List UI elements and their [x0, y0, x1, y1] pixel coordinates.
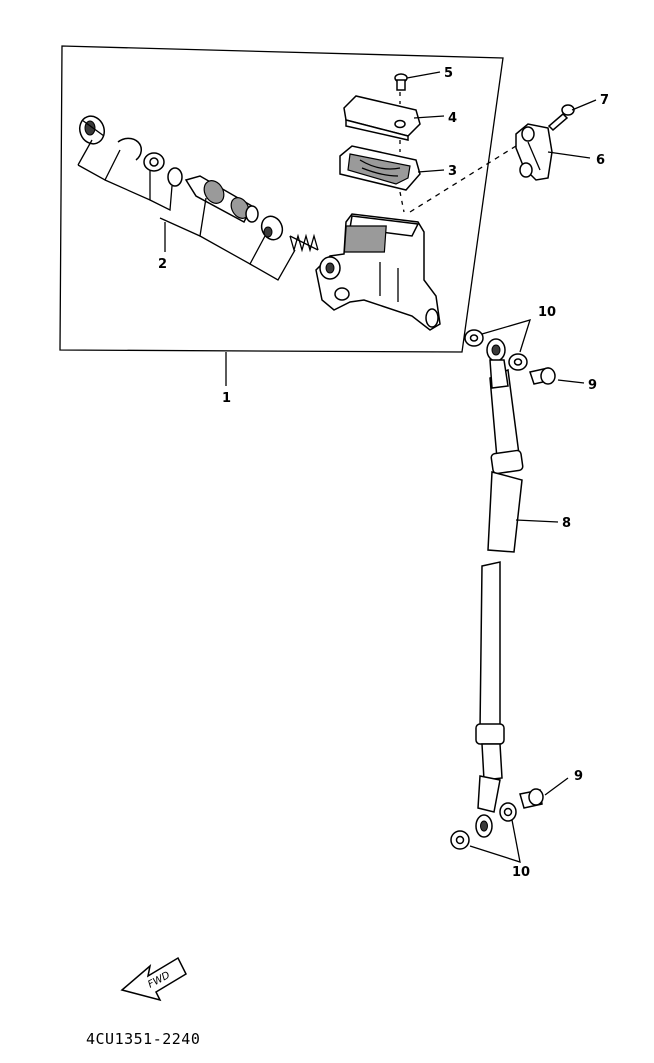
callout-5: 5: [444, 66, 453, 81]
diaphragm-part: [339, 145, 421, 191]
circlip-part: [117, 137, 142, 161]
part-code: 4CU1351-2240: [86, 1030, 201, 1048]
lower-union-bolt-part: [519, 788, 544, 809]
callout-7: 7: [600, 93, 609, 108]
brake-hose-upper: [486, 338, 524, 553]
lower-washer-right: [499, 802, 517, 822]
master-cylinder-assembly-box: [59, 45, 504, 353]
callout-leaders: [225, 71, 597, 863]
callout-1: 1: [222, 391, 231, 406]
o-ring-part: [167, 167, 183, 187]
lower-washer-left: [450, 830, 470, 850]
dust-boot-part: [78, 115, 106, 145]
callout-4: 4: [448, 111, 457, 126]
holder-part: [515, 123, 553, 181]
reservoir-cap-part: [343, 95, 421, 141]
holder-centerline: [409, 145, 517, 213]
piston-part: [184, 175, 259, 224]
upper-washer-left: [464, 329, 484, 347]
spring-part: [289, 233, 319, 253]
callout-10-upper: 10: [538, 305, 556, 320]
callout-3: 3: [448, 164, 457, 179]
cap-screw-part: [394, 73, 408, 91]
callout-9-upper: 9: [588, 378, 597, 393]
callout-9-lower: 9: [574, 769, 583, 784]
upper-union-bolt-part: [529, 367, 556, 385]
callout-10-lower: 10: [512, 865, 530, 880]
callout-8: 8: [562, 516, 571, 531]
holder-bolt-part: [547, 104, 575, 132]
upper-washer-right: [508, 353, 528, 371]
leader-lines-2: [77, 139, 296, 281]
callout-6: 6: [596, 153, 605, 168]
callout-2: 2: [158, 257, 167, 272]
primary-cup-part: [260, 215, 284, 241]
master-cylinder-body: [315, 213, 441, 331]
fwd-arrow-icon: FWD: [120, 956, 187, 1002]
assembly-centerline: [399, 92, 405, 213]
brake-hose-lower: [475, 561, 505, 838]
washer-part: [143, 152, 165, 172]
